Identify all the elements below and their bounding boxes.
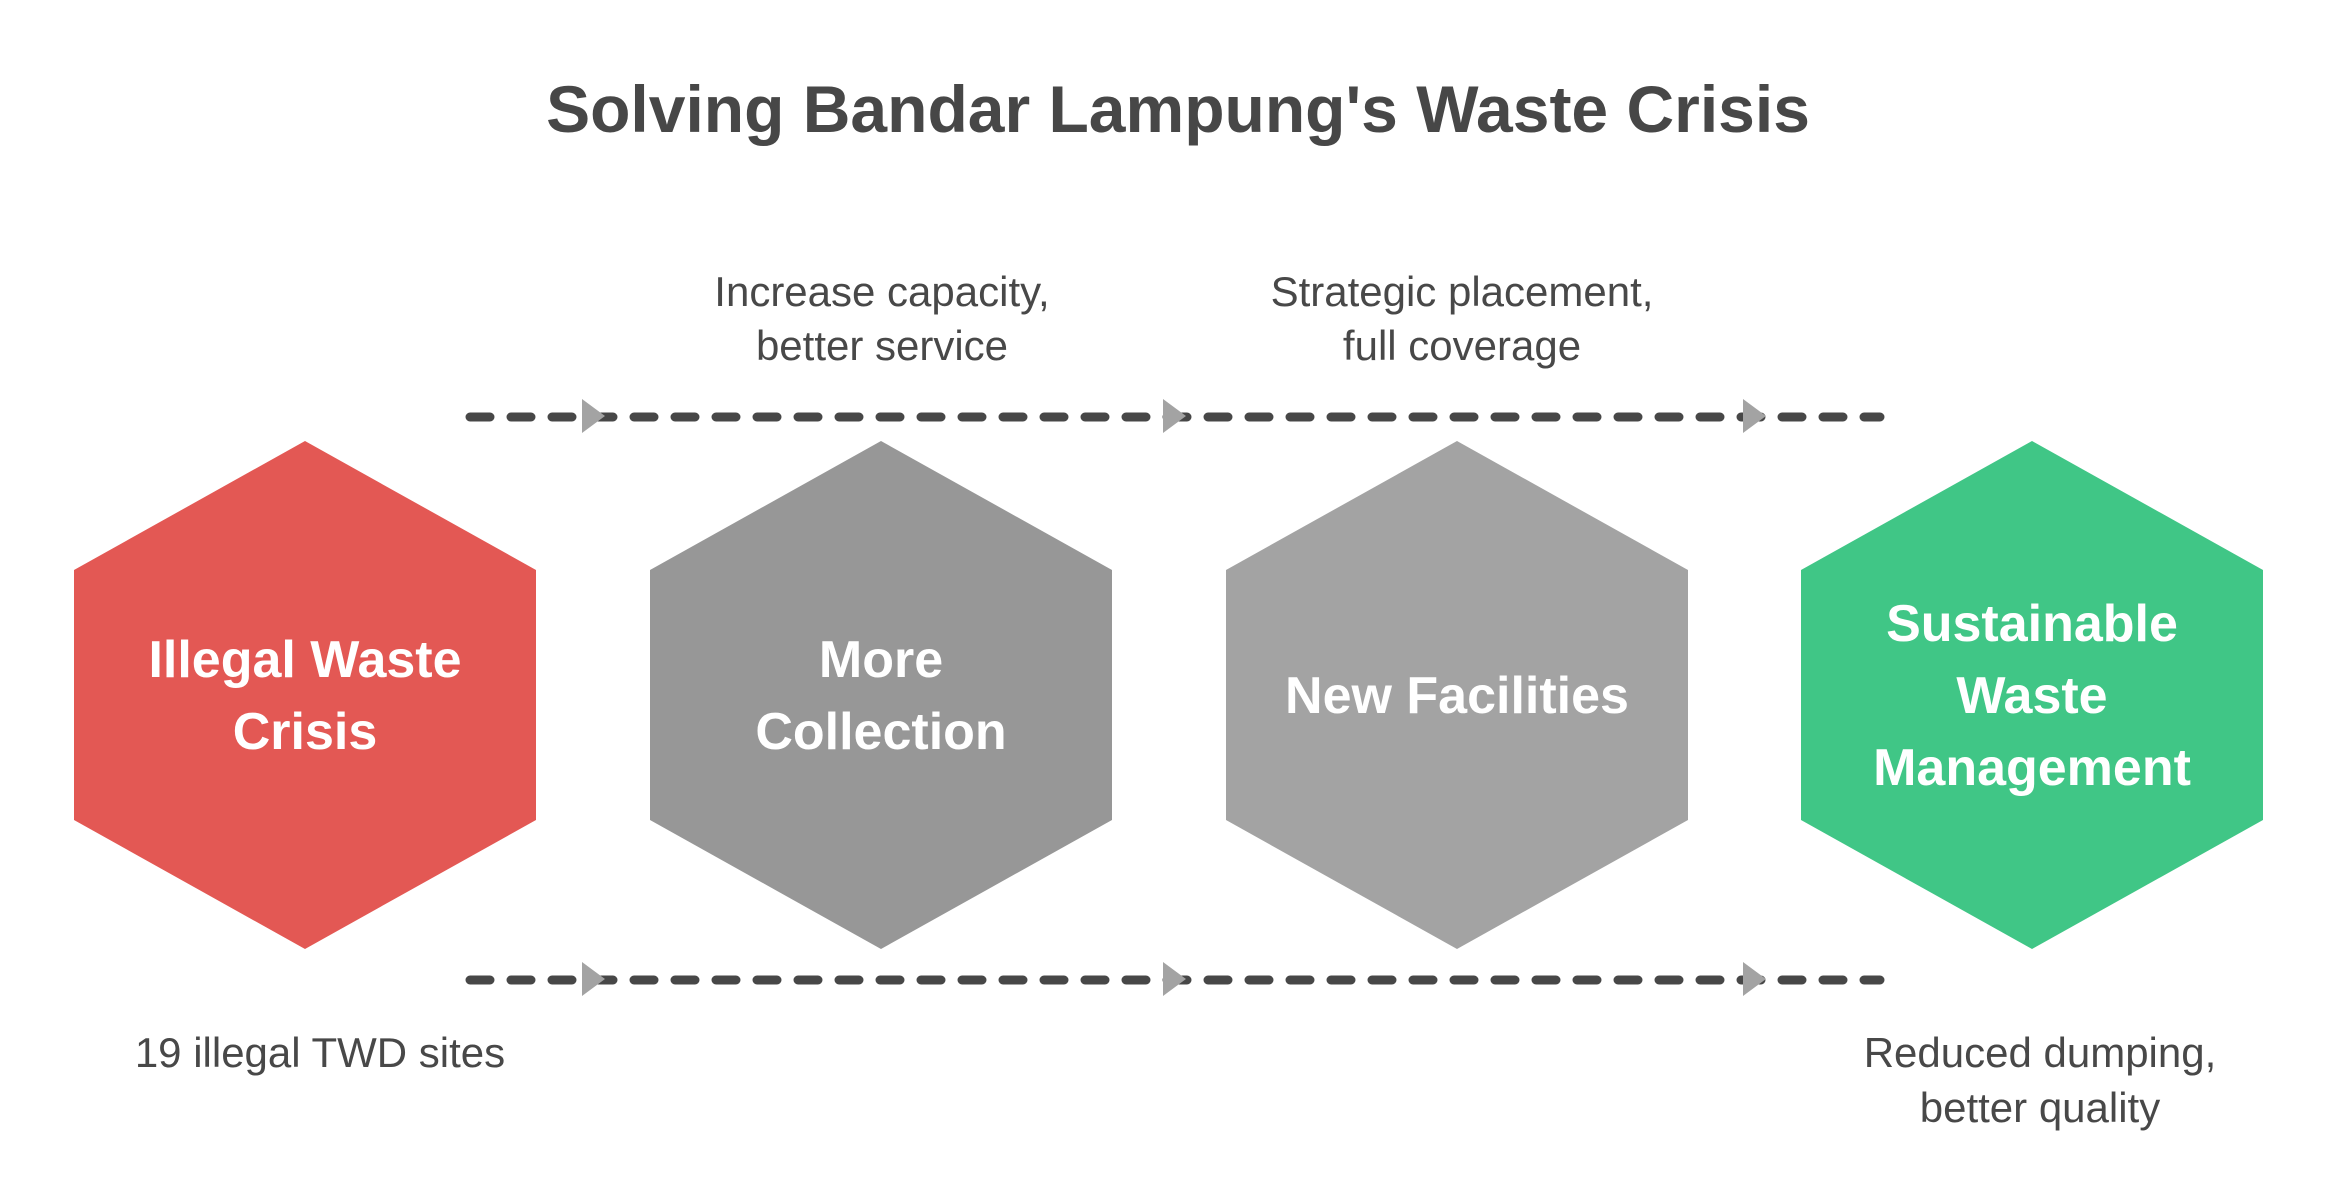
stage-label: More xyxy=(819,631,943,689)
arrowhead-icon xyxy=(582,399,605,433)
arrowhead-icon xyxy=(1163,399,1186,433)
stage-label: Management xyxy=(1873,739,2191,797)
diagram-title: Solving Bandar Lampung's Waste Crisis xyxy=(546,72,1810,146)
arrowhead-icon xyxy=(582,962,605,996)
bottom-caption-outcome: Reduced dumping, better quality xyxy=(1864,1029,2217,1131)
caption-line: Increase capacity, xyxy=(714,268,1049,315)
caption-line: better quality xyxy=(1920,1084,2160,1131)
stage-new-facilities: New Facilities xyxy=(1226,441,1688,949)
stage-label: Collection xyxy=(755,703,1006,761)
hexagon-shape xyxy=(650,441,1112,949)
bottom-caption-illegal-sites: 19 illegal TWD sites xyxy=(135,1029,505,1076)
top-caption-capacity: Increase capacity, better service xyxy=(714,268,1049,369)
hexagon-shape xyxy=(1801,441,2263,949)
caption-line: Strategic placement, xyxy=(1271,268,1654,315)
arrowhead-icon xyxy=(1163,962,1186,996)
stage-label: Illegal Waste xyxy=(148,631,461,689)
caption-line: full coverage xyxy=(1343,322,1581,369)
bottom-connector xyxy=(465,962,1885,996)
stage-label: New Facilities xyxy=(1285,667,1629,725)
arrowhead-icon xyxy=(1743,962,1766,996)
caption-line: Reduced dumping, xyxy=(1864,1029,2217,1076)
caption-line: 19 illegal TWD sites xyxy=(135,1029,505,1076)
hexagon-shape xyxy=(74,441,536,949)
hexagon-shape xyxy=(1226,441,1688,949)
top-caption-placement: Strategic placement, full coverage xyxy=(1271,268,1654,369)
stage-label: Sustainable xyxy=(1886,595,2178,653)
arrowhead-icon xyxy=(1743,399,1766,433)
top-connector xyxy=(465,399,1885,433)
caption-line: better service xyxy=(756,322,1008,369)
stage-label: Waste xyxy=(1956,667,2107,725)
stage-label: Crisis xyxy=(233,703,378,761)
